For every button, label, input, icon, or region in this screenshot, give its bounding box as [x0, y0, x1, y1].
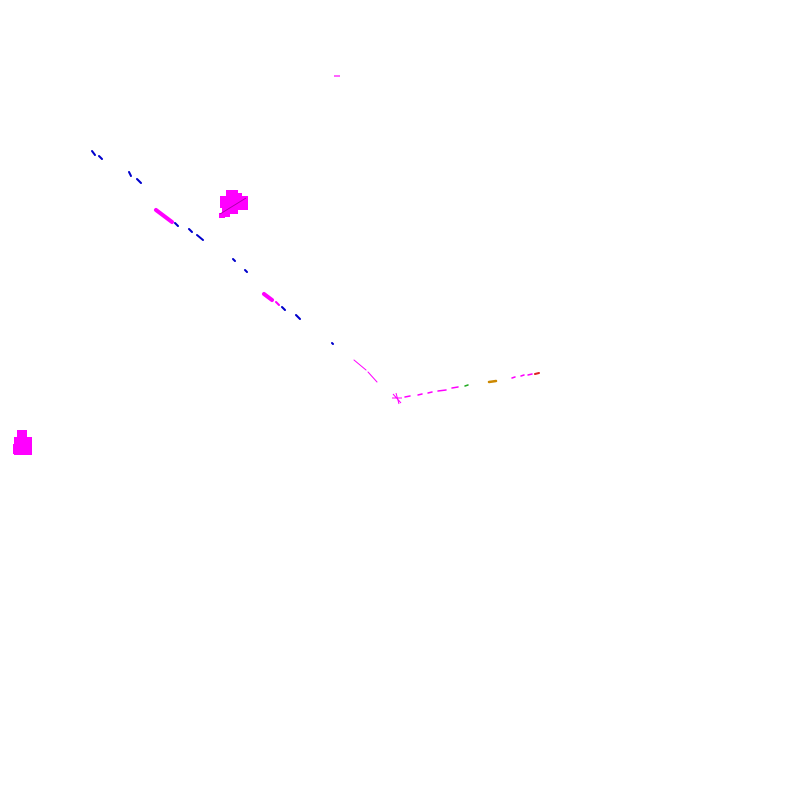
- blob-block: [14, 437, 32, 455]
- magenta-mark: [367, 371, 378, 383]
- right-dash: [437, 389, 447, 392]
- blue-mark: [128, 171, 132, 177]
- right-dash: [511, 376, 516, 379]
- right-dash: [520, 374, 525, 377]
- right-dash: [534, 372, 540, 375]
- right-dash: [404, 395, 411, 398]
- right-dash: [464, 384, 469, 387]
- blob-block: [13, 444, 17, 454]
- right-dash: [487, 379, 498, 384]
- blue-mark: [196, 234, 204, 241]
- blue-mark: [188, 228, 193, 233]
- cluster-edge: [219, 197, 247, 215]
- focal-stroke: [392, 393, 402, 404]
- cluster-block: [219, 213, 225, 218]
- magenta-mark: [262, 292, 274, 302]
- cluster-block: [222, 208, 230, 217]
- blue-mark: [295, 314, 301, 320]
- right-dash: [427, 391, 433, 394]
- blue-mark: [136, 178, 142, 184]
- right-dash: [527, 373, 533, 376]
- blob-block: [17, 430, 27, 438]
- cluster-block: [238, 203, 248, 210]
- blue-mark: [98, 155, 103, 160]
- magenta-mark-group: [154, 208, 378, 383]
- magenta-mark: [154, 208, 174, 224]
- blue-mark: [331, 342, 334, 345]
- blue-mark: [232, 258, 236, 262]
- blue-mark: [91, 150, 96, 156]
- blue-mark: [174, 222, 179, 227]
- magenta-blob-left: [13, 430, 32, 455]
- magenta-cluster-upper: [219, 190, 248, 218]
- cluster-block: [232, 193, 242, 201]
- magenta-mark: [275, 301, 280, 306]
- right-dash: [451, 386, 459, 389]
- blue-mark: [281, 306, 286, 311]
- right-dash: [417, 393, 423, 396]
- blue-mark-group: [91, 150, 334, 345]
- blue-mark: [244, 269, 248, 273]
- right-dash-group: [404, 372, 540, 398]
- magenta-mark: [353, 359, 367, 371]
- focal-point: [392, 392, 402, 405]
